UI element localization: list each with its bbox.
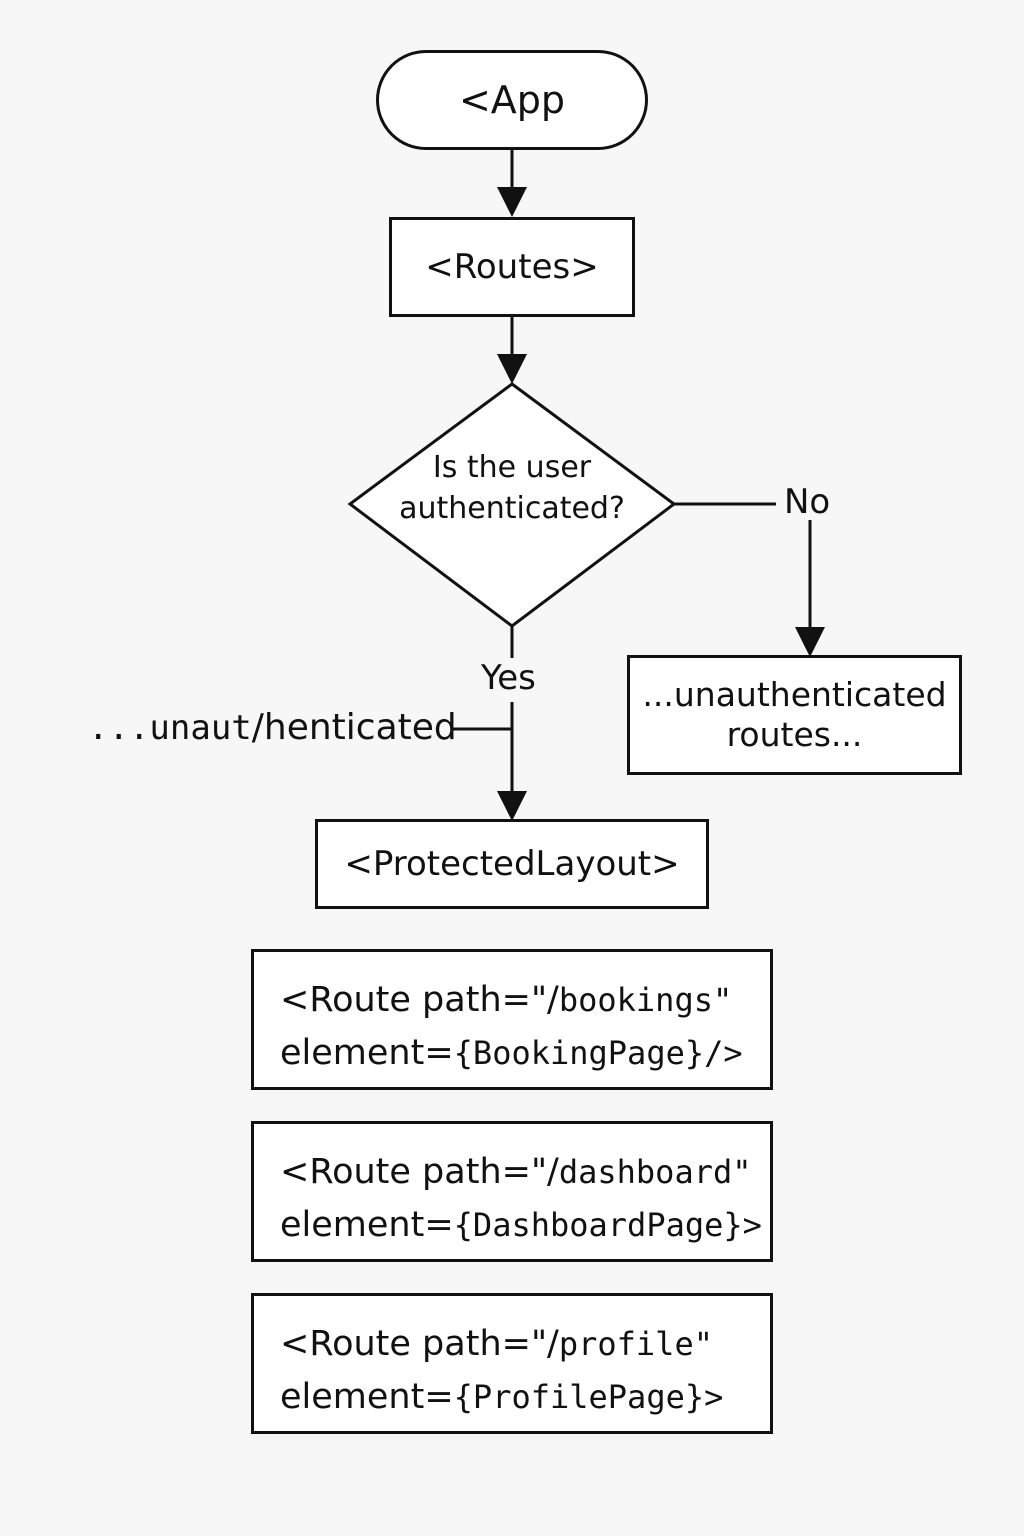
route-profile-element-value: {ProfilePage}> [453, 1377, 724, 1416]
route-dashboard-element-prefix: element= [280, 1204, 454, 1245]
route-bookings-path-prefix: <Route path="/ [280, 980, 559, 1020]
decision-line-2: authenticated? [399, 490, 625, 526]
unauthenticated-routes-line-1: ...unauthenticated [642, 674, 947, 714]
route-profile-element-prefix: element= [280, 1376, 454, 1417]
yes-label: Yes [481, 658, 536, 698]
unauthenticated-routes-node: ...unauthenticated routes... [627, 655, 962, 775]
route-dashboard-line-1: <Route path="/dashboard" [280, 1146, 752, 1199]
routes-node-label: <Routes> [425, 247, 599, 287]
decision-line-1: Is the user [432, 450, 592, 485]
left-unauthenticated-label-mono: ...unaut [88, 708, 252, 748]
route-dashboard-box: <Route path="/dashboard" element={Dashbo… [251, 1121, 773, 1262]
no-label: No [784, 482, 831, 522]
route-bookings-element-value: {BookingPage}/> [453, 1033, 743, 1072]
route-profile-box: <Route path="/profile" element={ProfileP… [251, 1293, 773, 1434]
app-node-label: <App [458, 78, 566, 122]
route-profile-path-value: profile" [558, 1325, 713, 1363]
route-bookings-line-2: element={BookingPage}/> [280, 1027, 743, 1080]
routes-node: <Routes> [389, 217, 635, 317]
app-node: <App [376, 50, 648, 150]
route-bookings-element-prefix: element= [280, 1032, 454, 1073]
protected-layout-node-label: <ProtectedLayout> [344, 844, 680, 884]
left-unauthenticated-label: ...unaut/henticated [88, 707, 457, 748]
route-bookings-path-value: bookings" [558, 981, 733, 1019]
route-bookings-line-1: <Route path="/bookings" [280, 974, 732, 1027]
route-profile-line-2: element={ProfilePage}> [280, 1371, 723, 1424]
route-profile-line-1: <Route path="/profile" [280, 1318, 713, 1371]
route-bookings-box: <Route path="/bookings" element={Booking… [251, 949, 773, 1090]
route-dashboard-line-2: element={DashboardPage}> [280, 1199, 762, 1252]
route-profile-path-prefix: <Route path="/ [280, 1324, 559, 1364]
protected-layout-node: <ProtectedLayout> [315, 819, 709, 909]
left-unauthenticated-label-text: /henticated [251, 707, 457, 748]
route-dashboard-path-prefix: <Route path="/ [280, 1152, 559, 1192]
route-dashboard-element-value: {DashboardPage}> [453, 1205, 762, 1244]
unauthenticated-routes-line-2: routes... [726, 715, 863, 754]
decision-text: Is the user authenticated? [352, 448, 672, 530]
route-dashboard-path-value: dashboard" [558, 1153, 752, 1191]
